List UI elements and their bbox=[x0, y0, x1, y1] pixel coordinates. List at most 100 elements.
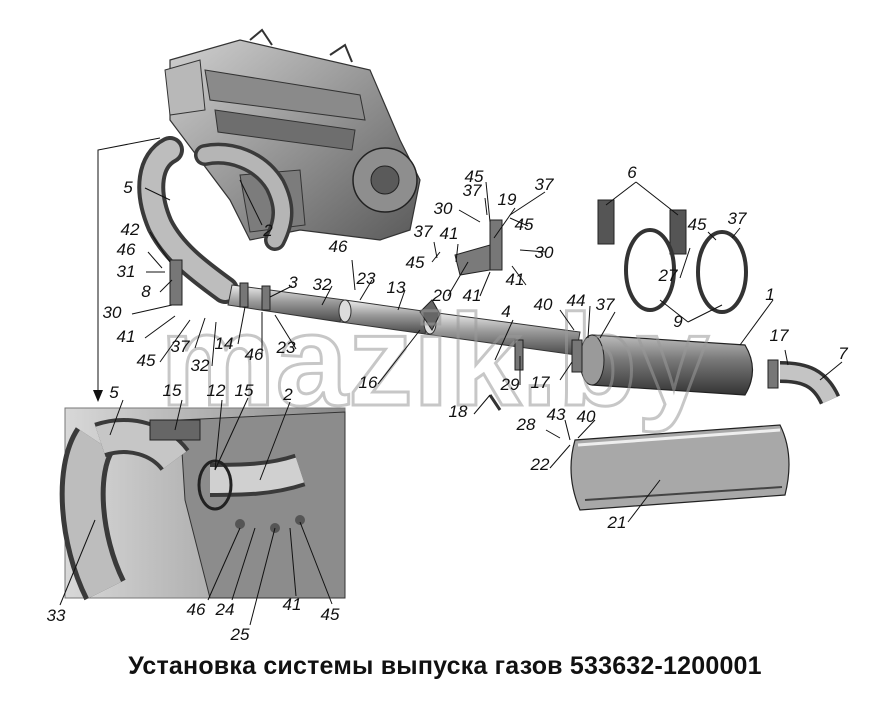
part-number-2: 2 bbox=[282, 385, 293, 404]
leader-line bbox=[819, 361, 843, 381]
leader-line bbox=[473, 394, 491, 415]
leader-line bbox=[299, 521, 333, 605]
leader-line bbox=[159, 279, 173, 293]
part-number-3: 3 bbox=[288, 273, 298, 292]
part-number-46: 46 bbox=[329, 237, 348, 256]
part-number-44: 44 bbox=[567, 291, 586, 310]
leader-line bbox=[147, 251, 163, 269]
part-number-2: 2 bbox=[262, 221, 273, 240]
part-number-15: 15 bbox=[235, 381, 254, 400]
leader-lines bbox=[59, 179, 843, 626]
part-number-46: 46 bbox=[117, 240, 136, 259]
part-number-23: 23 bbox=[356, 269, 376, 288]
leader-line bbox=[484, 197, 488, 216]
part-number-40: 40 bbox=[577, 407, 596, 426]
leader-line bbox=[289, 527, 297, 597]
part-number-16: 16 bbox=[359, 373, 378, 392]
part-number-27: 27 bbox=[658, 266, 678, 285]
part-number-8: 8 bbox=[141, 282, 151, 301]
part-number-1: 1 bbox=[765, 285, 774, 304]
leader-line bbox=[351, 259, 356, 291]
part-number-41: 41 bbox=[117, 327, 136, 346]
part-number-23: 23 bbox=[276, 338, 296, 357]
heat-shield bbox=[570, 424, 790, 511]
part-number-41: 41 bbox=[283, 595, 302, 614]
part-number-14: 14 bbox=[215, 334, 234, 353]
leader-line bbox=[239, 179, 263, 226]
part-number-33: 33 bbox=[47, 606, 66, 625]
part-number-45: 45 bbox=[406, 253, 425, 272]
diagram-caption: Установка системы выпуска газов 533632-1… bbox=[128, 652, 762, 680]
part-number-28: 28 bbox=[516, 415, 536, 434]
part-number-45: 45 bbox=[137, 351, 156, 370]
part-number-37: 37 bbox=[535, 175, 554, 194]
muffler bbox=[571, 334, 841, 406]
leader-line bbox=[559, 309, 575, 331]
leader-line bbox=[679, 247, 691, 279]
part-number-37: 37 bbox=[414, 222, 433, 241]
part-number-37: 37 bbox=[463, 181, 482, 200]
part-number-41: 41 bbox=[506, 270, 525, 289]
part-number-20: 20 bbox=[432, 286, 452, 305]
leader-line bbox=[431, 251, 441, 263]
part-number-45: 45 bbox=[515, 215, 534, 234]
part-number-17: 17 bbox=[770, 326, 789, 345]
leader-line bbox=[144, 315, 176, 339]
leader-line bbox=[549, 444, 571, 469]
leader-line bbox=[397, 289, 406, 311]
part-number-41: 41 bbox=[463, 286, 482, 305]
leader-line bbox=[59, 519, 96, 606]
leader-line bbox=[494, 319, 514, 361]
part-number-25: 25 bbox=[230, 625, 250, 644]
leader-line bbox=[784, 349, 789, 366]
leader-line bbox=[447, 261, 469, 297]
leader-line bbox=[269, 285, 293, 298]
part-number-37: 37 bbox=[596, 295, 615, 314]
leader-line bbox=[635, 181, 679, 216]
part-number-18: 18 bbox=[449, 402, 468, 421]
part-number-31: 31 bbox=[117, 262, 136, 281]
leader-line bbox=[731, 227, 741, 239]
leader-line bbox=[587, 305, 591, 339]
leader-line bbox=[231, 527, 256, 601]
part-number-4: 4 bbox=[501, 302, 510, 321]
part-number-7: 7 bbox=[838, 344, 848, 363]
leader-line bbox=[377, 329, 421, 385]
exhaust-pipe-run bbox=[227, 282, 581, 356]
leader-line bbox=[659, 299, 689, 323]
leader-line bbox=[605, 181, 637, 206]
part-number-5: 5 bbox=[109, 383, 119, 402]
leader-line bbox=[214, 397, 249, 471]
part-number-45: 45 bbox=[688, 215, 707, 234]
pipe-5-downpipe bbox=[137, 136, 294, 304]
leader-line bbox=[479, 271, 491, 297]
part-number-46: 46 bbox=[245, 345, 264, 364]
part-number-17: 17 bbox=[531, 373, 550, 392]
leader-line bbox=[509, 217, 529, 227]
leader-line bbox=[509, 191, 546, 216]
part-number-21: 21 bbox=[607, 513, 627, 532]
leader-line bbox=[627, 479, 661, 523]
leader-line bbox=[159, 319, 191, 363]
leader-line bbox=[739, 299, 774, 346]
leader-line bbox=[545, 429, 561, 439]
leader-line bbox=[433, 241, 438, 259]
leader-line bbox=[249, 527, 276, 626]
leader-line bbox=[359, 279, 373, 301]
part-number-6: 6 bbox=[627, 163, 637, 182]
part-number-29: 29 bbox=[500, 375, 520, 394]
part-number-32: 32 bbox=[313, 275, 332, 294]
part-number-37: 37 bbox=[728, 209, 747, 228]
leader-line bbox=[519, 249, 547, 253]
leader-line bbox=[174, 399, 183, 431]
mounting-brackets bbox=[169, 199, 748, 411]
leader-line bbox=[144, 187, 171, 201]
part-number-30: 30 bbox=[434, 199, 453, 218]
leader-line bbox=[214, 399, 223, 471]
leader-line bbox=[237, 306, 246, 345]
leader-line bbox=[211, 321, 217, 367]
part-number-19: 19 bbox=[498, 190, 517, 209]
